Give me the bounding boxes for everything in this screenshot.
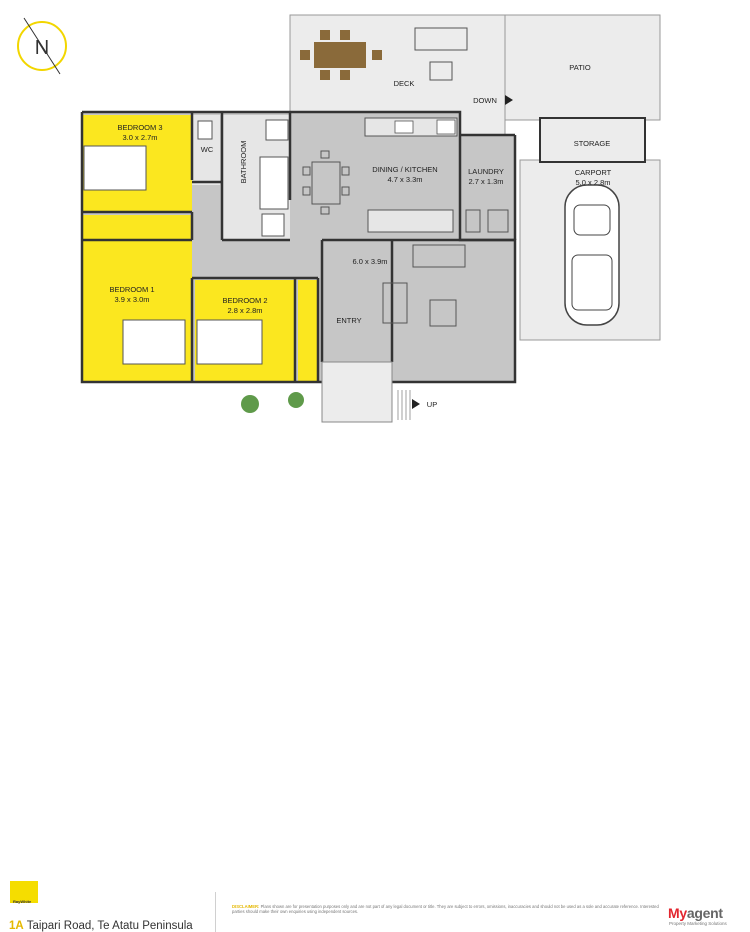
plant-icon [241, 395, 259, 413]
bedroom3-label: BEDROOM 3 [117, 123, 162, 132]
bathtub [259, 156, 289, 210]
laundry-label: LAUNDRY [468, 167, 504, 176]
bedroom1-label: BEDROOM 1 [109, 285, 154, 294]
walls [80, 110, 517, 384]
car-icon [564, 184, 620, 326]
dining-table [302, 150, 350, 215]
logo-my: My [668, 905, 687, 921]
carport-label: CARPORT [575, 168, 612, 177]
cooktop [436, 119, 456, 135]
deck-label: DECK [394, 79, 415, 88]
shower [261, 213, 285, 237]
dining-kitchen-size: 4.7 x 3.3m [387, 175, 422, 184]
wardrobe-b2 [298, 280, 318, 382]
brand-name: RayWhite [13, 899, 32, 904]
dining-kitchen-label: DINING / KITCHEN [372, 165, 437, 174]
laundry-size: 2.7 x 1.3m [468, 177, 503, 186]
plant-icon [288, 392, 304, 408]
deck-ottoman [429, 61, 453, 81]
disclaimer-text: Plans shown are for presentation purpose… [232, 904, 659, 915]
bedroom2-size: 2.8 x 2.8m [227, 306, 262, 315]
property-address: 1A Taipari Road, Te Atatu Peninsula [9, 920, 193, 932]
bedroom3-size: 3.0 x 2.7m [122, 133, 157, 142]
up-label: UP [427, 400, 437, 409]
living-armchair [382, 282, 408, 324]
myagent-logo: Myagent [668, 905, 723, 921]
storage-label: STORAGE [574, 139, 611, 148]
entry-label: ENTRY [336, 316, 361, 325]
down-label: DOWN [473, 96, 497, 105]
storage-room [539, 117, 646, 163]
bedroom2-label: BEDROOM 2 [222, 296, 267, 305]
compass-letter: N [35, 37, 49, 59]
logo-agent: agent [686, 905, 723, 921]
disclaimer: DISCLAIMER: Plans shown are for presenta… [232, 904, 662, 914]
logo-tagline: Property Marketing Solutions [669, 921, 727, 926]
bathroom-label: BATHROOM [239, 141, 248, 184]
bed-bedroom3 [83, 145, 147, 191]
deck-sofa [414, 27, 468, 51]
address-street: Taipari Road, Te Atatu Peninsula [23, 920, 193, 932]
washing-machine [487, 209, 509, 233]
footer: RayWhite 1A Taipari Road, Te Atatu Penin… [0, 440, 750, 932]
outdoor-dining-table [300, 30, 382, 80]
entry-steps [321, 361, 393, 423]
down-arrow-icon [505, 95, 513, 105]
address-number: 1A [9, 920, 24, 932]
living-ottoman [429, 299, 457, 327]
kitchen-sink [394, 120, 414, 134]
laundry-tub [465, 209, 481, 233]
wc-label: WC [201, 145, 214, 154]
patio-area [504, 14, 661, 121]
carport-size: 5.0 x 2.8m [575, 178, 610, 187]
patio-label: PATIO [569, 63, 591, 72]
footer-divider [215, 892, 216, 932]
vanity [265, 119, 289, 141]
living-sofa [412, 244, 466, 268]
up-arrow-icon [412, 399, 420, 409]
living-size: 6.0 x 3.9m [352, 257, 387, 266]
kitchen-island [367, 209, 454, 233]
up-stairs [397, 390, 411, 420]
north-compass: N [17, 17, 67, 75]
wardrobe-b3 [82, 215, 192, 240]
bedroom1-size: 3.9 x 3.0m [114, 295, 149, 304]
bed-bedroom1 [122, 319, 186, 365]
floor-plan: N [17, 14, 661, 423]
bed-bedroom2 [196, 319, 263, 365]
toilet [197, 120, 213, 140]
